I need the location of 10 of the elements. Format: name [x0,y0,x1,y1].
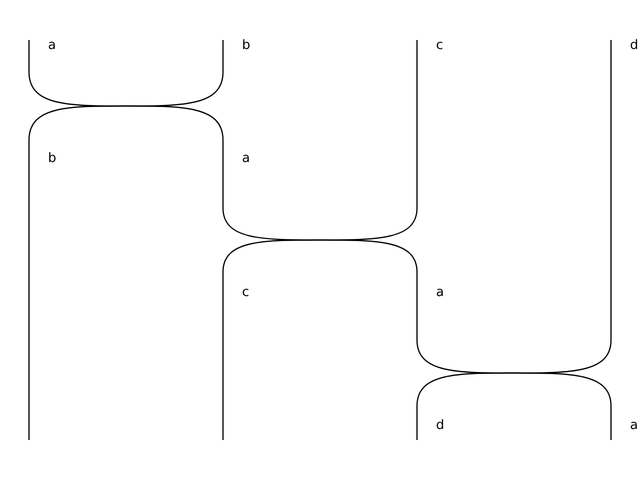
strand-label: a [436,285,444,301]
strand-label: d [630,38,638,54]
strand-label: a [48,38,56,54]
strand-label: b [48,151,56,167]
strand-label: a [630,418,638,434]
strand-label: c [436,38,444,54]
strand-label: b [242,38,250,54]
strand-label: c [242,285,250,301]
strand-label: d [436,418,444,434]
strand-label: a [242,151,250,167]
